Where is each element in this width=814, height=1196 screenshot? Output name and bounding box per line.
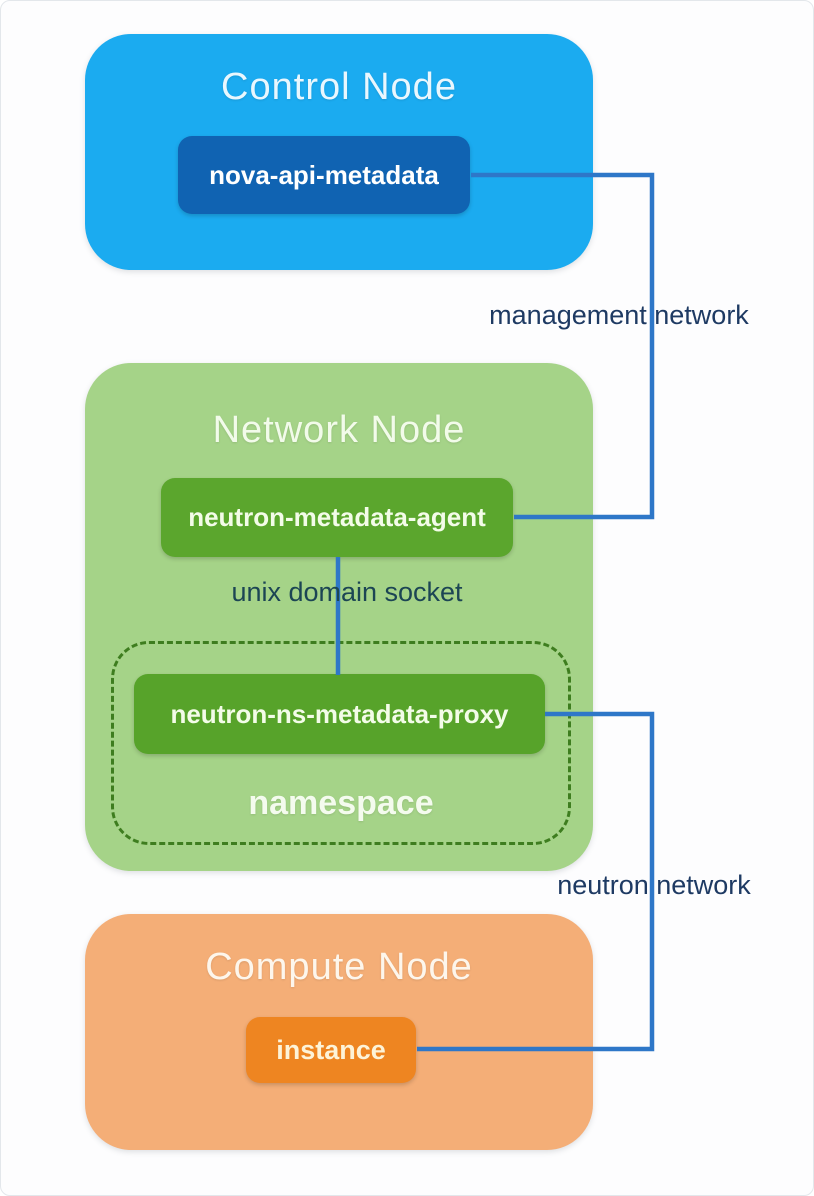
neutron-metadata-agent-box: neutron-metadata-agent: [161, 478, 513, 557]
namespace-label: namespace: [248, 784, 434, 822]
instance-box: instance: [246, 1017, 416, 1083]
compute-node-title: Compute Node: [205, 946, 473, 988]
neutron-ns-metadata-proxy-box: neutron-ns-metadata-proxy: [134, 674, 545, 754]
unix-domain-socket-label: unix domain socket: [231, 577, 463, 607]
control-node-title: Control Node: [221, 66, 457, 108]
management-network-label: management network: [489, 300, 749, 330]
neutron-network-label: neutron network: [557, 870, 751, 900]
network-node-title: Network Node: [212, 409, 466, 451]
nova-api-metadata-box: nova-api-metadata: [178, 136, 470, 214]
